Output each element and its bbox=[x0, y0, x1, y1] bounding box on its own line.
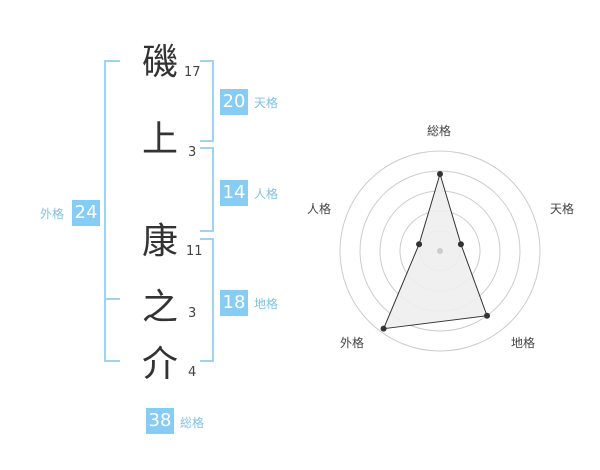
stroke-count-2: 3 bbox=[188, 145, 197, 160]
soukaku-label: 総格 bbox=[180, 416, 205, 430]
radar-label-jinkaku: 人格 bbox=[307, 202, 332, 216]
radar-point-3 bbox=[484, 312, 491, 319]
radar-data-polygon bbox=[382, 172, 488, 330]
tenkaku-bracket bbox=[200, 60, 214, 142]
chikaku-bracket bbox=[200, 238, 214, 362]
stroke-count-1: 17 bbox=[184, 65, 201, 80]
radar-point-4 bbox=[380, 325, 387, 332]
chikaku-label: 地格 bbox=[254, 297, 279, 311]
name-char-2: 上 bbox=[141, 119, 178, 160]
tenkaku-value: 20 bbox=[220, 89, 248, 115]
radar-label-chikaku: 地格 bbox=[511, 336, 536, 350]
stroke-count-4: 3 bbox=[188, 306, 197, 321]
name-char-5: 介 bbox=[141, 344, 178, 385]
stroke-count-3: 11 bbox=[186, 244, 203, 259]
radar-point-2 bbox=[457, 241, 464, 248]
radar-point-1 bbox=[437, 171, 443, 177]
gaikaku-value: 24 bbox=[72, 200, 100, 226]
radar-center-dot bbox=[437, 248, 443, 254]
soukaku-value: 38 bbox=[146, 408, 174, 434]
name-char-4: 之 bbox=[141, 287, 178, 328]
stroke-count-5: 4 bbox=[188, 365, 197, 380]
tenkaku-label: 天格 bbox=[254, 96, 279, 110]
gaikaku-label: 外格 bbox=[40, 207, 65, 221]
gaikaku-bracket-bottom bbox=[104, 298, 120, 362]
radar-label-gaikaku: 外格 bbox=[340, 336, 365, 350]
radar-point-5 bbox=[416, 241, 423, 248]
radar-label-tenkaku: 天格 bbox=[550, 202, 575, 216]
jinkaku-value: 14 bbox=[220, 180, 248, 206]
jinkaku-label: 人格 bbox=[254, 187, 279, 201]
radar-data-points bbox=[380, 171, 491, 332]
chikaku-value: 18 bbox=[220, 290, 248, 316]
radar-grid-ring-5 bbox=[339, 150, 541, 352]
radar-label-soukaku: 総格 bbox=[427, 124, 452, 138]
name-char-3: 康 bbox=[141, 221, 178, 262]
jinkaku-bracket bbox=[200, 147, 214, 232]
name-char-1: 磯 bbox=[141, 42, 178, 83]
